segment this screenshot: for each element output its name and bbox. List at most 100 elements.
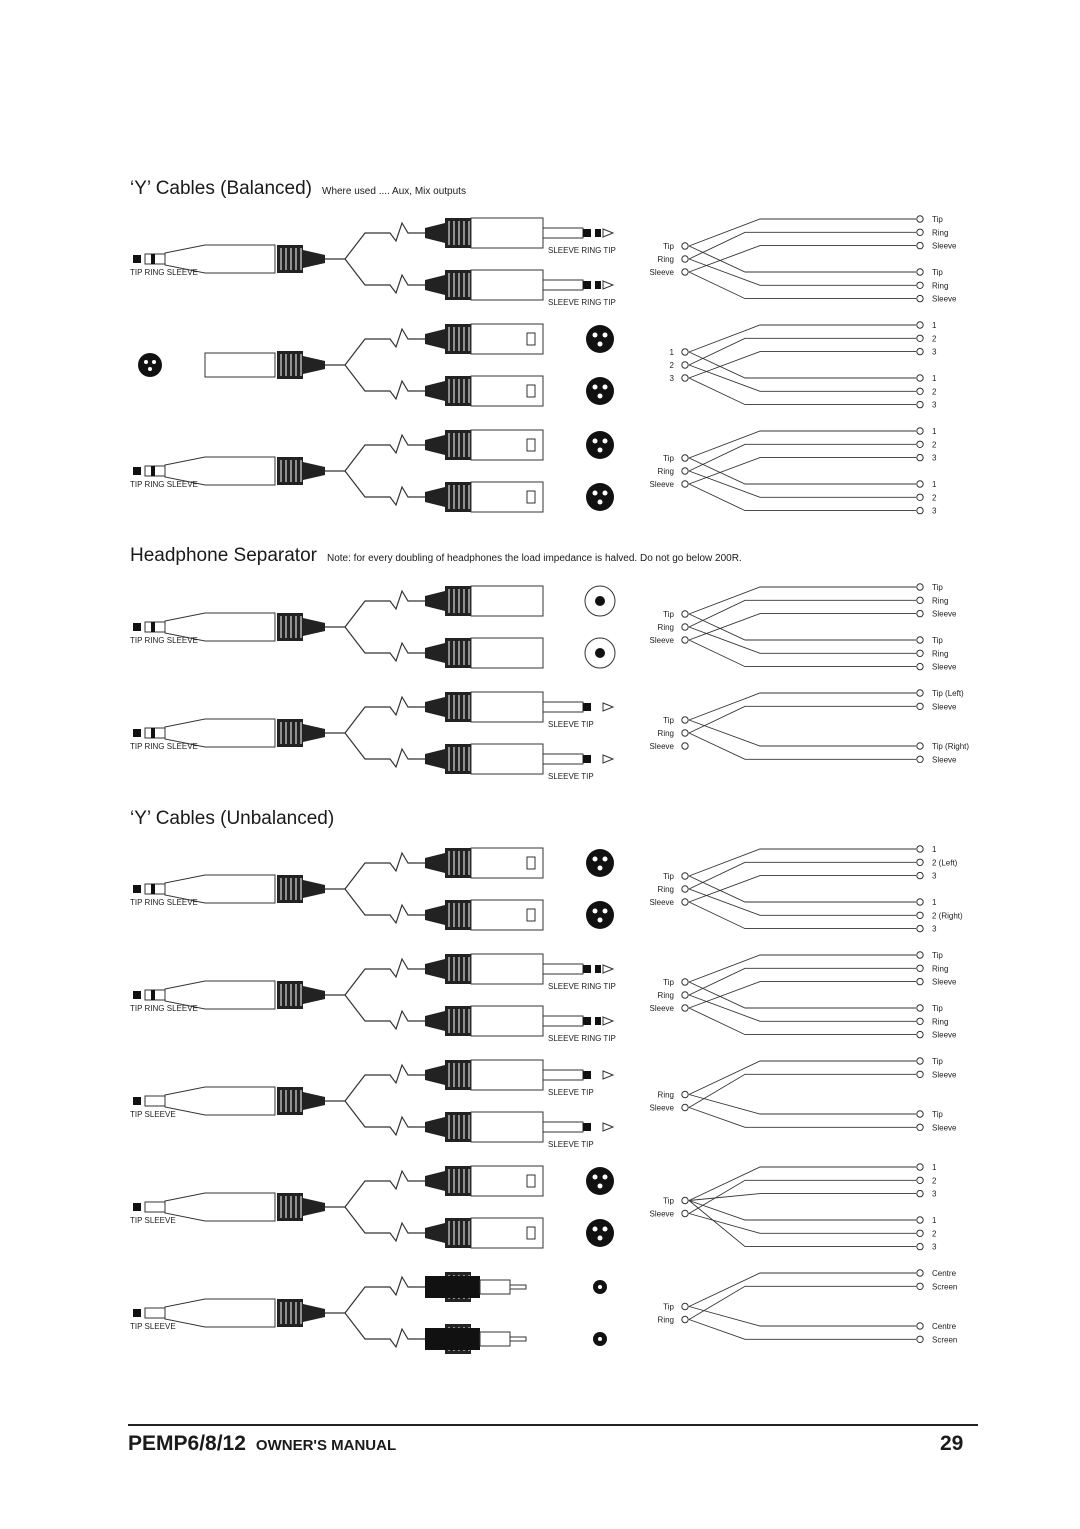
rca-face-pin <box>598 1285 602 1289</box>
xlr-face <box>586 901 614 929</box>
pin-terminal <box>916 427 924 435</box>
wire <box>688 626 916 654</box>
wire <box>688 351 916 379</box>
pin-terminal <box>916 1176 924 1185</box>
rca-shell <box>479 1331 511 1347</box>
jack-tip <box>133 623 141 631</box>
connector-body <box>470 691 544 723</box>
jack-shaft <box>542 753 584 765</box>
wire <box>688 705 916 734</box>
pin-terminal <box>916 845 924 853</box>
xlr-pin <box>597 1183 603 1189</box>
connector-body <box>470 1005 544 1037</box>
wire <box>688 430 916 459</box>
boot <box>425 1117 445 1137</box>
cable <box>344 888 425 925</box>
wire <box>688 1200 916 1248</box>
pin-label: Ring <box>658 729 674 738</box>
pin-label: Tip <box>663 1303 674 1312</box>
pin-terminal <box>916 1123 924 1132</box>
plug-label: TIP SLEEVE <box>130 1322 176 1331</box>
pin-terminal <box>681 268 689 276</box>
pin-terminal <box>681 742 689 750</box>
jack-ring <box>151 254 155 264</box>
pin-label: Ring <box>932 281 948 290</box>
pin-terminal <box>916 609 924 618</box>
connector-label: SLEEVE TIP <box>548 772 594 781</box>
xlr-pin-face <box>138 353 162 377</box>
connector-body <box>470 743 544 775</box>
pin-label: 2 <box>932 493 937 502</box>
pin-terminal <box>681 361 689 369</box>
jack-tip <box>133 991 141 999</box>
pin-label: 2 <box>670 361 675 370</box>
pin-terminal <box>916 1057 924 1065</box>
cable <box>325 589 425 628</box>
wire <box>688 586 916 615</box>
wire <box>688 639 916 668</box>
jack-ring <box>151 622 155 632</box>
pin-terminal <box>916 480 924 488</box>
rca-shell <box>479 1279 511 1295</box>
pin-label: Ring <box>932 964 948 973</box>
pin-label: Sleeve <box>932 702 957 711</box>
pin-label: Ring <box>932 1017 948 1026</box>
pin-label: Sleeve <box>650 742 675 751</box>
pin-label: Ring <box>932 228 948 237</box>
pin-label: 2 (Right) <box>932 911 963 920</box>
wire <box>688 337 916 366</box>
pin-label: Ring <box>658 885 674 894</box>
jack-plug-body <box>164 1086 276 1116</box>
xlr-pin <box>602 1174 608 1180</box>
wire <box>688 271 916 300</box>
pin-terminal <box>916 662 924 671</box>
cable <box>344 1206 425 1243</box>
pin-terminal <box>681 242 689 250</box>
plug-label: TIP RING SLEEVE <box>130 636 198 645</box>
connector-body <box>470 585 544 617</box>
wire <box>688 364 916 392</box>
xlr-pin <box>602 908 608 914</box>
jack-ring <box>595 965 601 973</box>
xlr-pin <box>592 384 598 390</box>
pin-label: Sleeve <box>932 1031 957 1040</box>
pin-label: Sleeve <box>932 610 957 619</box>
section-title-unbalanced: ‘Y’ Cables (Unbalanced) <box>130 808 334 830</box>
pin-label: Tip <box>932 951 943 960</box>
connector-body <box>470 217 544 249</box>
pin-terminal <box>916 215 924 223</box>
pin-label: Ring <box>658 1091 674 1100</box>
pin-terminal <box>681 1004 689 1012</box>
xlr-pin <box>597 865 603 871</box>
pin-label: Screen <box>932 1282 957 1291</box>
pin-label: Sleeve <box>650 898 675 907</box>
pin-label: Tip <box>932 636 943 645</box>
plug-label: TIP RING SLEEVE <box>130 268 198 277</box>
wire <box>688 1213 916 1234</box>
jack-tip <box>133 1309 141 1317</box>
pin-terminal <box>681 885 689 893</box>
jack-shaft <box>542 963 584 975</box>
pin-terminal <box>916 1017 924 1025</box>
jack-tip <box>602 964 615 974</box>
pin-terminal <box>916 871 924 880</box>
pin-terminal <box>916 493 924 501</box>
pin-terminal <box>681 1209 689 1218</box>
pin-label: Sleeve <box>650 1210 675 1219</box>
pin-label: Ring <box>658 255 674 264</box>
pin-label: Ring <box>932 596 948 605</box>
pin-terminal <box>916 374 924 382</box>
boot <box>425 749 445 769</box>
pin-label: Centre <box>932 1322 957 1331</box>
page-number: 29 <box>940 1432 964 1455</box>
section-title-text: Headphone Separator <box>130 545 317 566</box>
cable <box>344 732 425 769</box>
pin-label: Ring <box>658 991 674 1000</box>
jack-ring <box>583 1123 591 1131</box>
rca-body <box>425 1328 480 1350</box>
pin-terminal <box>916 977 924 986</box>
pin-label: 1 <box>932 374 937 383</box>
jack-plug-body <box>164 244 276 274</box>
wire <box>688 981 916 1009</box>
pin-label: Tip <box>932 583 943 592</box>
